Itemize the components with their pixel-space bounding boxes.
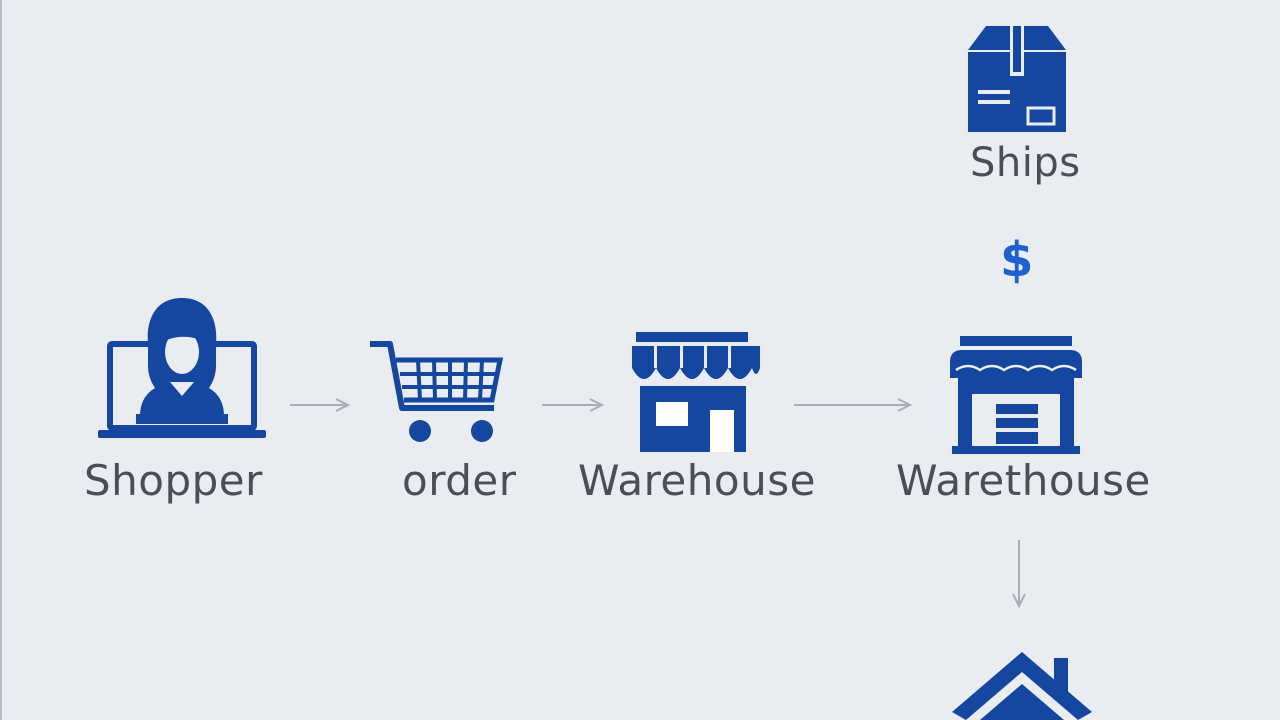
house-icon [952,652,1092,720]
flow-arrow-warehouse-home [1012,540,1026,609]
left-border [0,0,2,720]
ships-node [966,22,1068,134]
payment-dollar-symbol: $ [1000,232,1034,288]
package-box-icon [968,26,1066,132]
shopper-node [96,296,268,444]
ships-label: Ships [970,140,1081,186]
warehouse-label: Warethouse [896,456,1151,505]
order-node [368,338,504,446]
home-node [950,650,1094,720]
flow-arrow-shopper-order [290,398,351,412]
warehouse-node [948,334,1084,454]
laptop-person-icon [98,298,266,438]
storefront-icon [632,332,760,452]
warehouse-icon [950,336,1082,454]
order-label: order [402,456,517,505]
shopper-label: Shopper [84,456,263,505]
flow-arrow-order-store [542,398,605,412]
store-label: Warehouse [578,456,816,505]
flow-arrow-store-warehouse [794,398,913,412]
store-node [630,330,762,452]
shopping-cart-icon [370,341,504,442]
